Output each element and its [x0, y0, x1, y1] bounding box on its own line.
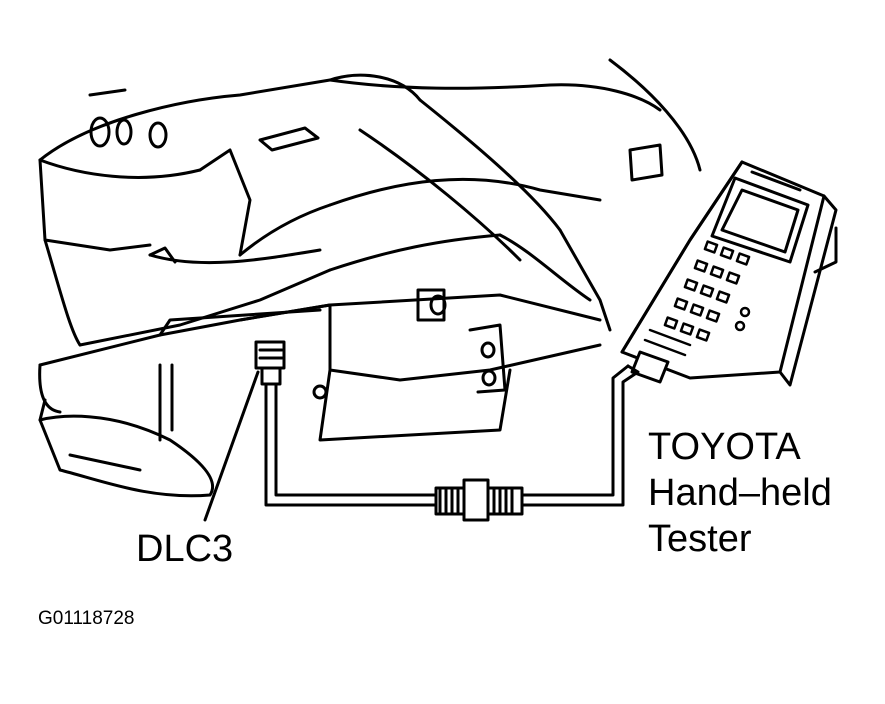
dashboard-drawing — [38, 73, 422, 414]
tester-label: TOYOTA Hand–held Tester — [648, 424, 832, 562]
tester-label-line1: TOYOTA — [648, 426, 801, 468]
tester-label-line3: Tester — [648, 518, 752, 560]
dlc3-connector-drawing — [254, 340, 286, 386]
lower-panel-drawing — [158, 293, 602, 442]
pedal-drawing — [38, 363, 215, 498]
tester-label-line2: Hand–held — [648, 472, 832, 514]
tester-cable-drawing — [264, 364, 640, 522]
figure-id: G01118728 — [38, 608, 135, 629]
hand-held-tester-drawing — [620, 160, 838, 387]
steering-column-drawing — [328, 58, 702, 332]
dlc3-label: DLC3 — [136, 528, 234, 570]
dlc3-leader-line — [203, 370, 260, 522]
